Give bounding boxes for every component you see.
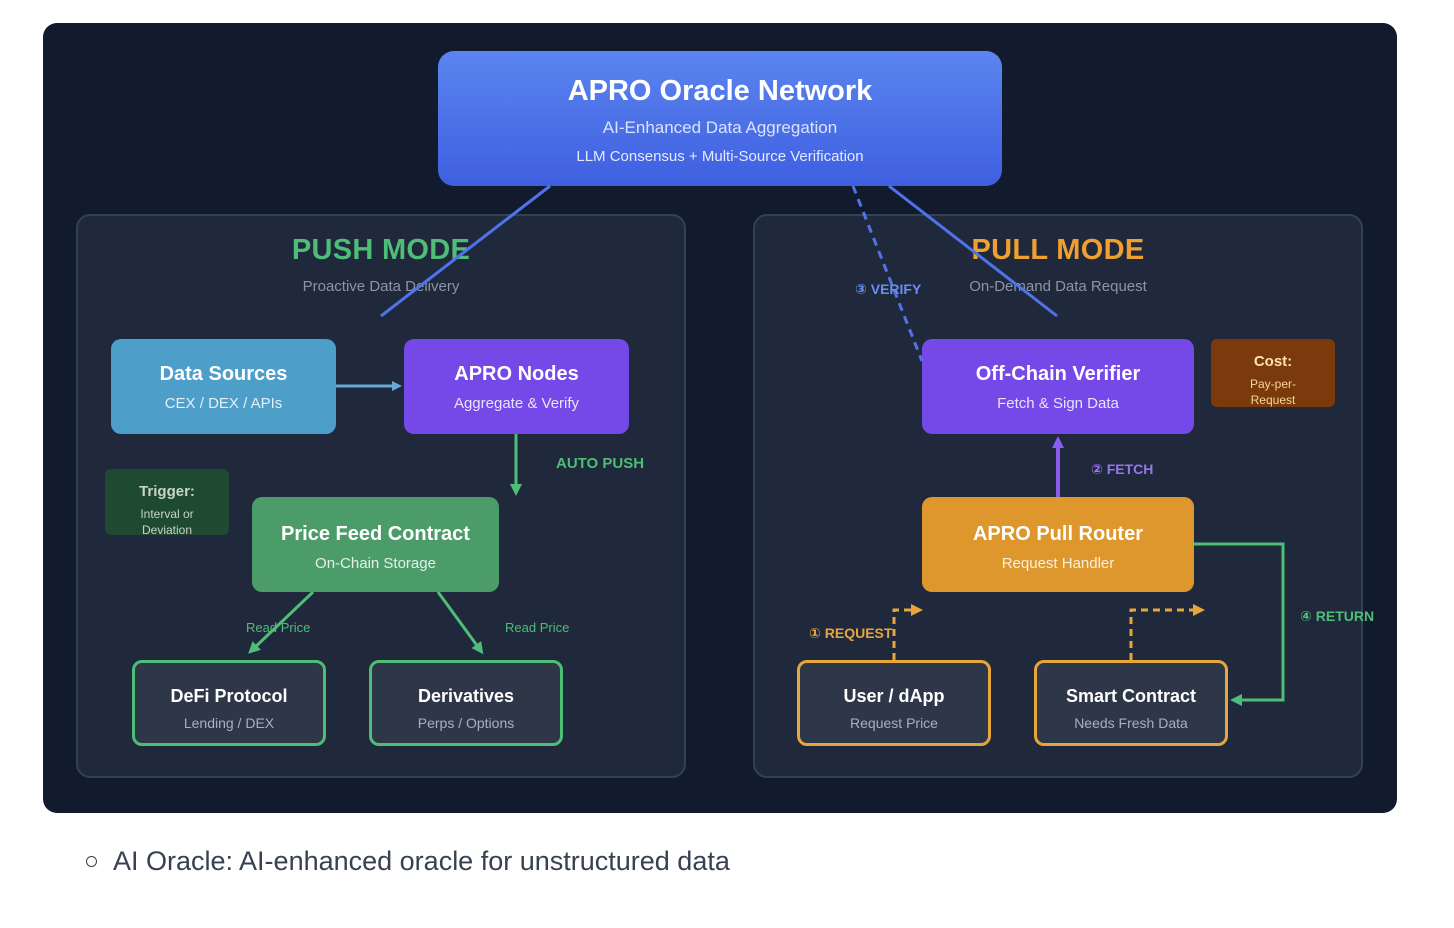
verify-label: ③ VERIFY: [855, 281, 922, 297]
trigger-line2: Deviation: [141, 523, 193, 535]
network-subtitle: AI-Enhanced Data Aggregation: [602, 118, 838, 137]
read-price-right-label: Read Price: [505, 620, 570, 635]
cost-line2: Request: [1250, 393, 1296, 407]
apro-nodes-node: APRO Nodes Aggregate & Verify: [404, 339, 629, 434]
derivatives-sub: Perps / Options: [417, 715, 515, 731]
apro-nodes-sub: Aggregate & Verify: [453, 395, 580, 412]
user-sub: Request Price: [850, 715, 938, 731]
pull-mode-title: PULL MODE: [971, 234, 1145, 266]
defi-sub: Lending / DEX: [183, 715, 275, 731]
return-label: ④ RETURN: [1300, 608, 1375, 624]
trigger-title: Trigger:: [139, 483, 195, 500]
smart-contract-title: Smart Contract: [1065, 686, 1197, 706]
cost-title: Cost:: [1253, 353, 1293, 370]
derivatives-node: Derivatives Perps / Options: [369, 660, 563, 746]
defi-title: DeFi Protocol: [170, 686, 288, 706]
read-price-left-label: Read Price: [246, 620, 311, 635]
user-title: User / dApp: [843, 686, 945, 706]
smart-contract-node: Smart Contract Needs Fresh Data: [1034, 660, 1228, 746]
cost-badge: Cost: Pay-per- Request: [1211, 339, 1335, 407]
caption-text: AI Oracle: AI-enhanced oracle for unstru…: [113, 846, 730, 876]
router-sub: Request Handler: [1001, 555, 1115, 572]
cost-line1: Pay-per-: [1249, 377, 1296, 391]
trigger-line1: Interval or: [140, 507, 194, 521]
off-chain-verifier-node: Off-Chain Verifier Fetch & Sign Data: [922, 339, 1194, 434]
oracle-diagram: PUSH MODE Proactive Data Delivery PULL M…: [43, 23, 1397, 813]
push-mode-subtitle: Proactive Data Delivery: [302, 278, 460, 295]
apro-pull-router-node: APRO Pull Router Request Handler: [922, 497, 1194, 592]
trigger-badge: Trigger: Interval or Deviation: [105, 469, 229, 535]
apro-nodes-title: APRO Nodes: [454, 363, 579, 385]
price-feed-title: Price Feed Contract: [281, 523, 470, 545]
user-dapp-node: User / dApp Request Price: [797, 660, 991, 746]
smart-contract-sub: Needs Fresh Data: [1074, 715, 1188, 731]
verifier-title: Off-Chain Verifier: [975, 363, 1141, 385]
router-title: APRO Pull Router: [972, 523, 1143, 545]
network-title: APRO Oracle Network: [567, 75, 873, 107]
data-sources-node: Data Sources CEX / DEX / APIs: [111, 339, 336, 434]
verifier-sub: Fetch & Sign Data: [997, 395, 1119, 412]
push-mode-title: PUSH MODE: [291, 234, 471, 266]
network-detail: LLM Consensus + Multi-Source Verificatio…: [576, 148, 864, 165]
defi-protocol-node: DeFi Protocol Lending / DEX: [132, 660, 326, 746]
data-sources-sub: CEX / DEX / APIs: [164, 395, 283, 412]
caption-list-item: AI Oracle: AI-enhanced oracle for unstru…: [86, 846, 730, 877]
fetch-label: ② FETCH: [1091, 461, 1154, 477]
auto-push-label: AUTO PUSH: [556, 455, 645, 472]
data-sources-title: Data Sources: [159, 363, 288, 385]
price-feed-sub: On-Chain Storage: [315, 555, 436, 572]
pull-mode-subtitle: On-Demand Data Request: [969, 278, 1147, 295]
apro-oracle-network-node: APRO Oracle Network AI-Enhanced Data Agg…: [438, 51, 1002, 186]
price-feed-contract-node: Price Feed Contract On-Chain Storage: [252, 497, 499, 592]
bullet-circle-icon: [86, 856, 97, 867]
derivatives-title: Derivatives: [417, 686, 515, 706]
request-label: ① REQUEST: [809, 625, 893, 641]
